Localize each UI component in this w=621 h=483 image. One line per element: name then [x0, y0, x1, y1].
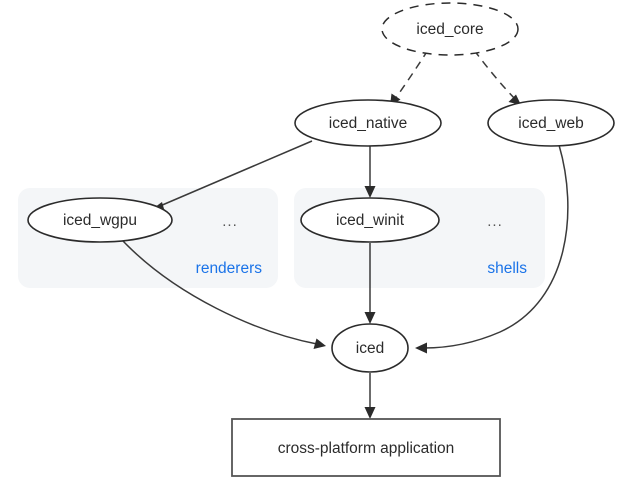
node-iced-wgpu-label: iced_wgpu — [63, 212, 137, 229]
edge-iced-core-to-iced-native-line — [394, 49, 429, 100]
cluster-shells-ellipsis: ... — [487, 213, 503, 230]
node-cross-platform-application-shape[interactable] — [231, 418, 501, 477]
edge-iced-core-to-iced-web — [473, 49, 521, 105]
node-iced-winit-shape[interactable] — [300, 197, 440, 243]
edge-iced-to-application-arrow — [364, 407, 376, 419]
node-cross-platform-application[interactable]: cross-platform application — [231, 418, 501, 477]
edge-iced-core-to-iced-web-arrow — [508, 94, 521, 105]
node-iced-core[interactable]: iced_core — [381, 2, 519, 56]
node-iced-wgpu-shape[interactable] — [27, 197, 173, 243]
cluster-renderers-label: renderers — [196, 260, 263, 277]
edge-iced-web-to-iced-line — [423, 144, 569, 349]
node-cross-platform-application-label: cross-platform application — [278, 440, 455, 457]
node-iced-native-label: iced_native — [329, 115, 407, 132]
node-iced-label: iced — [356, 340, 384, 357]
edge-iced-winit-to-iced-arrow — [364, 312, 376, 324]
node-iced-native-shape[interactable] — [294, 99, 442, 147]
node-iced-web[interactable]: iced_web — [487, 99, 615, 147]
node-iced-wgpu[interactable]: iced_wgpu — [27, 197, 173, 243]
cluster-shells-label: shells — [487, 260, 527, 277]
node-iced-winit[interactable]: iced_winit — [300, 197, 440, 243]
node-iced-shape[interactable] — [331, 323, 409, 373]
edge-iced-core-to-iced-native — [390, 49, 429, 106]
edge-iced-wgpu-to-iced — [122, 240, 326, 349]
edge-iced-native-to-iced-winit-arrow — [364, 186, 376, 198]
node-iced-core-label: iced_core — [416, 21, 483, 38]
node-iced-web-shape[interactable] — [487, 99, 615, 147]
node-iced[interactable]: iced — [331, 323, 409, 373]
edge-iced-to-application — [364, 373, 376, 419]
edge-iced-web-to-iced-arrow — [415, 342, 427, 354]
edge-iced-native-to-iced-wgpu-line — [159, 140, 313, 207]
cluster-renderers-ellipsis: ... — [222, 213, 238, 230]
node-iced-core-shape[interactable] — [381, 2, 519, 56]
node-iced-winit-label: iced_winit — [336, 212, 405, 229]
edge-iced-wgpu-to-iced-arrow — [313, 338, 326, 349]
edge-iced-native-to-iced-winit — [364, 146, 376, 198]
edge-iced-core-to-iced-web-line — [473, 49, 516, 100]
edge-iced-wgpu-to-iced-line — [122, 240, 318, 345]
edge-iced-web-to-iced — [415, 144, 569, 354]
node-iced-web-label: iced_web — [518, 115, 584, 132]
node-iced-native[interactable]: iced_native — [294, 99, 442, 147]
edge-iced-winit-to-iced — [364, 243, 376, 324]
